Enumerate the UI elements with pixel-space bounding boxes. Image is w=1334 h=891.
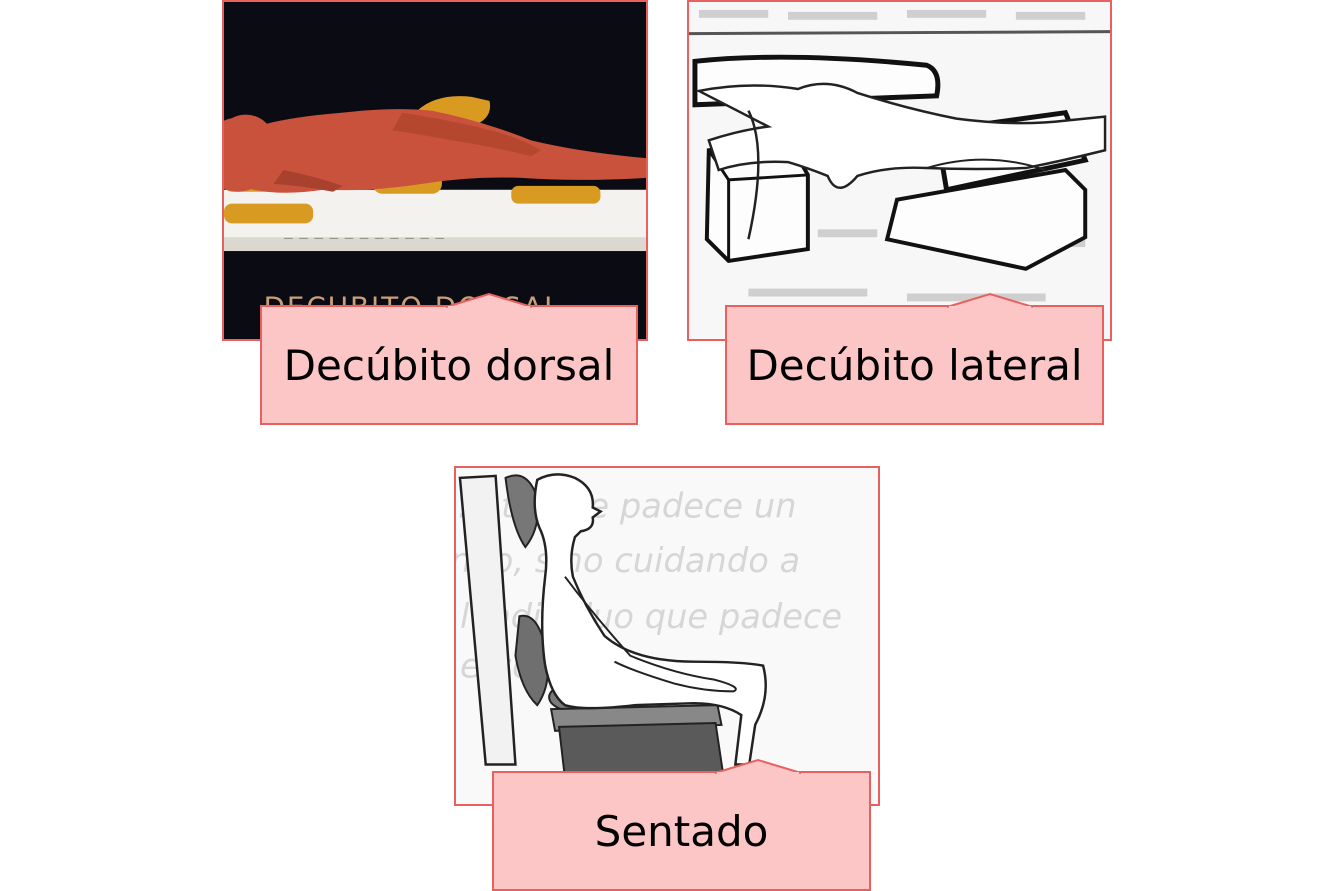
caption-decubito-dorsal: Decúbito dorsal: [260, 292, 638, 425]
sentado-bg-line-2: …ndo, sino cuidando a: [456, 541, 800, 580]
sentado-position-image: …nte que padece un …ndo, sino cuidando a…: [454, 466, 880, 806]
caption-text: Sentado: [594, 806, 769, 856]
caption-decubito-lateral: Decúbito lateral: [725, 292, 1104, 425]
lateral-position-image: [687, 0, 1112, 341]
caption-sentado: Sentado: [492, 758, 871, 891]
caption-text: Decúbito dorsal: [283, 340, 615, 390]
dorsal-position-image: ‒ ‒ ‒ ‒ ‒ ‒ ‒ ‒ ‒ ‒ ‒ DECUBITO DORSAL: [222, 0, 648, 341]
sentado-bg-line-3: …l individuo que padece: [456, 597, 842, 636]
caption-text: Decúbito lateral: [746, 340, 1083, 390]
svg-text:‒ ‒ ‒ ‒ ‒ ‒ ‒ ‒ ‒ ‒ ‒: ‒ ‒ ‒ ‒ ‒ ‒ ‒ ‒ ‒ ‒ ‒: [283, 228, 444, 247]
